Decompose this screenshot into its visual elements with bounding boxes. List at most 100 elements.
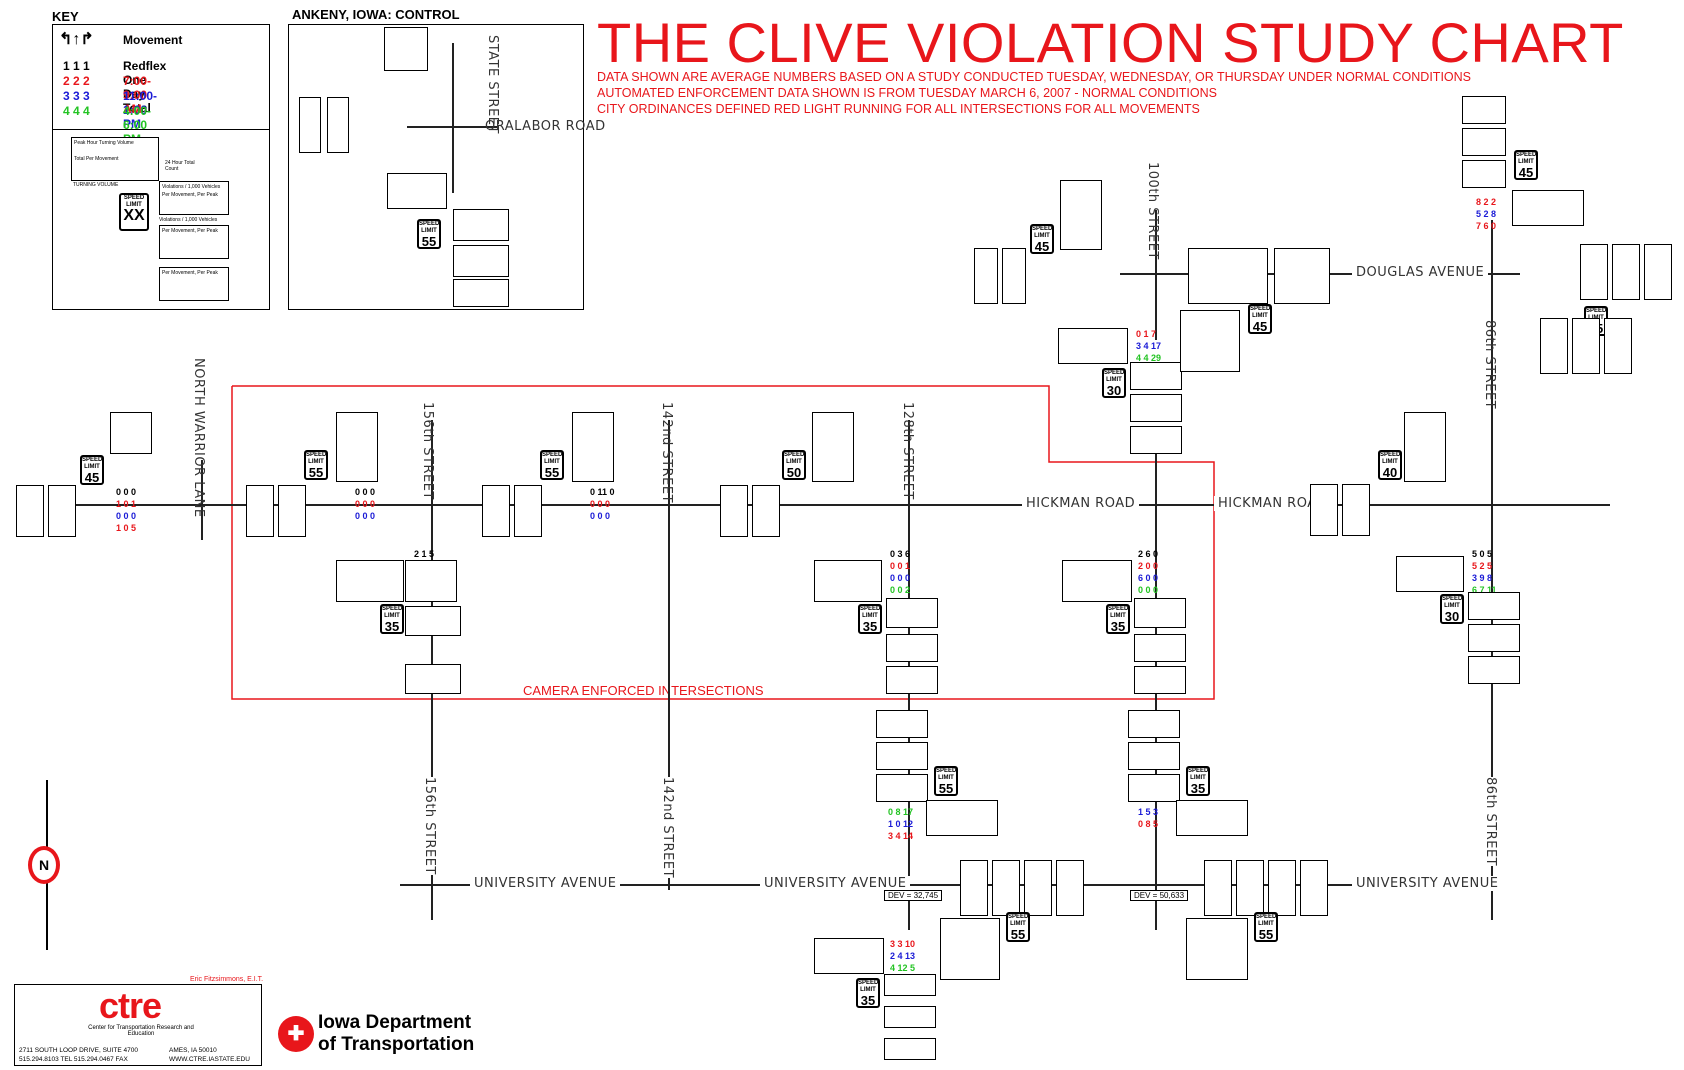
i100d-table-a <box>974 248 998 304</box>
road-142nd <box>668 420 670 890</box>
nw-table-a <box>16 485 44 537</box>
label-university-2: UNIVERSITY AVENUE <box>760 876 911 891</box>
i142-table-a <box>482 485 510 537</box>
i128u-table-east-b <box>992 860 1020 916</box>
control-table-br3 <box>453 279 509 307</box>
road-university <box>400 884 1480 886</box>
ctre-box: ctre Center for Transportation Research … <box>14 984 262 1066</box>
i128-table-b <box>752 485 780 537</box>
label-north-warrior: NORTH WARRIOR LANE <box>191 358 206 518</box>
i86d-table-sw-c <box>1604 318 1632 374</box>
movement-arrows-icon: ↰↑↱ <box>59 31 94 48</box>
i86d-table-east-c <box>1644 244 1672 300</box>
i86d-table-east-b <box>1612 244 1640 300</box>
i100h-table-bottom <box>1062 560 1132 602</box>
i128u-table-east-c <box>1024 860 1052 916</box>
i86d-table-east-a <box>1580 244 1608 300</box>
label-douglas: DOUGLAS AVENUE <box>1352 265 1489 280</box>
i128u-dev: DEV = 32,745 <box>884 890 943 901</box>
key-legend-turning-caption: TURNING VOLUME <box>73 182 119 188</box>
i142-table-top <box>572 412 614 482</box>
i128u-table-v1 <box>884 974 936 996</box>
i156-table-right <box>405 560 457 602</box>
i100u-table-east-c <box>1268 860 1296 916</box>
i100h-table-v1 <box>1134 598 1186 628</box>
ctre-website: WWW.CTRE.IASTATE.EDU <box>169 1056 251 1063</box>
i100h-table-v3 <box>1134 666 1186 694</box>
i86d-table-sw-b <box>1572 318 1600 374</box>
i128-table-v3 <box>886 666 938 694</box>
label-156th-south: 156th STREET <box>422 777 437 875</box>
control-table-top <box>384 27 428 71</box>
road-100th <box>1155 210 1157 340</box>
label-156th-north: 156th STREET <box>420 402 435 500</box>
control-street-h: ORALABOR ROAD <box>485 119 606 134</box>
i86h-table-top <box>1404 412 1446 482</box>
i100u-table-ne <box>1176 800 1248 836</box>
i156-table-top <box>336 412 378 482</box>
subtitle-line-2: AUTOMATED ENFORCEMENT DATA SHOWN IS FROM… <box>597 86 1217 100</box>
north-arrow-icon: N <box>28 846 60 884</box>
label-university-3: UNIVERSITY AVENUE <box>1352 876 1503 891</box>
i100u-dev: DEV = 50,633 <box>1130 890 1189 901</box>
i100u-table-sw <box>1186 918 1248 980</box>
i100u-table-top3 <box>1128 774 1180 802</box>
control-table-br2 <box>453 245 509 277</box>
nw-table-top <box>110 412 152 454</box>
i100d-table-top <box>1060 180 1102 250</box>
author-credit: Eric Fitzsimmons, E.I.T. <box>190 976 264 983</box>
iowa-dot-name-2: of Transportation <box>318 1034 475 1055</box>
i86d-table-top2 <box>1462 128 1506 156</box>
page-title: THE CLIVE VIOLATION STUDY CHART <box>597 11 1624 74</box>
ctre-address-1: 2711 SOUTH LOOP DRIVE, SUITE 4700 <box>19 1047 138 1054</box>
ctre-address-2: 515.294.8103 TEL 515.294.0467 FAX <box>19 1056 128 1063</box>
i86h-table-v1 <box>1468 592 1520 620</box>
i86d-table-top1 <box>1462 96 1506 124</box>
control-road-h <box>407 126 497 128</box>
i128u-table-ne <box>926 800 998 836</box>
key-legend-violations-4: Per Movement, Per Peak <box>159 267 229 301</box>
i156-table-v1 <box>405 606 461 636</box>
i128-table-top <box>812 412 854 482</box>
i128-table-v2 <box>886 634 938 662</box>
road-north-warrior <box>201 460 203 540</box>
nw-table-b <box>48 485 76 537</box>
i100u-table-east-b <box>1236 860 1264 916</box>
i86d-table-ne <box>1512 190 1584 226</box>
i128u-table-east-a <box>960 860 988 916</box>
label-hickman-1: HICKMAN ROAD <box>1022 496 1140 511</box>
i100d-table-v2 <box>1130 394 1182 422</box>
label-142nd-south: 142nd STREET <box>660 777 675 879</box>
i86h-table-bottom <box>1396 556 1464 592</box>
i86h-table-v3 <box>1468 656 1520 684</box>
iowa-dot-name-1: Iowa Department <box>318 1012 472 1033</box>
i142-table-b <box>514 485 542 537</box>
control-table-br1 <box>453 209 509 241</box>
label-142nd-north: 142nd STREET <box>659 402 674 504</box>
control-street-v: STATE STREET <box>485 35 500 134</box>
i128u-table-v3 <box>884 1038 936 1060</box>
label-128th-north: 128th STREET <box>900 402 915 500</box>
label-university-1: UNIVERSITY AVENUE <box>470 876 621 891</box>
key-heading: KEY <box>52 9 79 24</box>
